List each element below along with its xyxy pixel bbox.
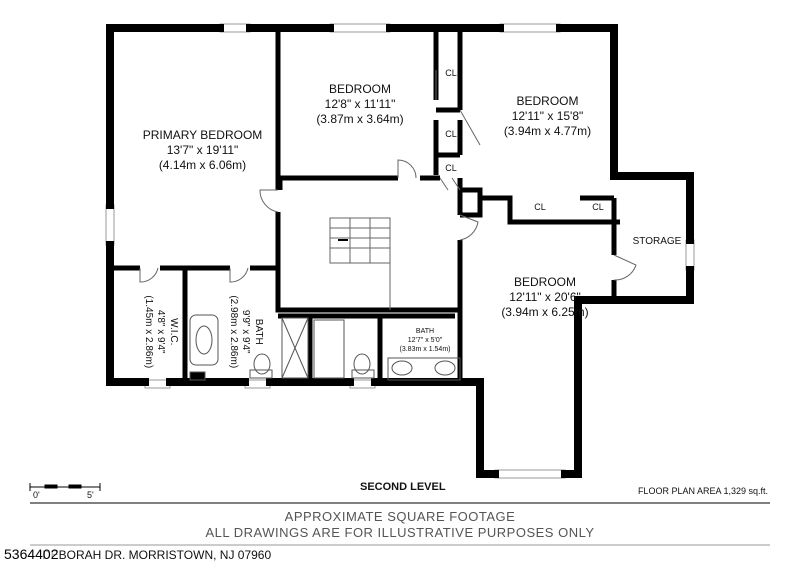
floor-plan-area: FLOOR PLAN AREA 1,329 sq.ft. — [637, 486, 768, 496]
room-dims-m: (2.98m x 2.86m) — [227, 295, 239, 369]
room-dims-ft: 9'9" x 9'4" — [240, 309, 252, 354]
scale-bar — [29, 483, 101, 491]
room-name: STORAGE — [632, 236, 682, 247]
closet-label: CL — [528, 202, 552, 213]
disclaimer-line-2: ALL DRAWINGS ARE FOR ILLUSTRATIVE PURPOS… — [205, 525, 595, 540]
closet-label: CL — [440, 68, 462, 79]
bedroom-2-label: BEDROOM 12'11" x 15'8" (3.94m x 4.77m) — [475, 94, 620, 139]
room-name: PRIMARY BEDROOM — [142, 128, 263, 142]
disclaimer-line-1: APPROXIMATE SQUARE FOOTAGE — [284, 509, 516, 524]
level-title: SECOND LEVEL — [360, 481, 446, 493]
closet-text: CL — [592, 202, 604, 212]
room-dims-ft: 12'7" x 5'0" — [407, 336, 443, 344]
room-dims-ft: 12'8" x 11'11" — [324, 97, 396, 111]
room-dims-m: (3.83m x 1.54m) — [399, 345, 451, 353]
room-name: BEDROOM — [516, 94, 579, 108]
wic-label: W.I.C. 4'8" x 9'4" (1.45m x 2.86m) — [141, 277, 179, 387]
room-dims-ft: 12'11" x 15'8" — [511, 109, 584, 123]
bath-1-label: BATH 9'9" x 9'4" (2.98m x 2.86m) — [226, 277, 264, 387]
room-name: BATH — [252, 318, 264, 345]
room-dims-m: (1.45m x 2.86m) — [142, 295, 154, 369]
room-name: W.I.C. — [167, 318, 179, 346]
doors — [139, 70, 637, 283]
fixtures — [189, 314, 461, 381]
closet-text: CL — [445, 129, 457, 139]
closet-label: CL — [440, 163, 462, 174]
bedroom-1-label: BEDROOM 12'8" x 11'11" (3.87m x 3.64m) — [290, 82, 430, 127]
scale-start: 0' — [33, 490, 40, 500]
room-name: BEDROOM — [513, 275, 576, 289]
room-dims-ft: 12'11" x 20'6" — [509, 290, 581, 304]
closet-text: CL — [534, 202, 546, 212]
bath-2-label: BATH 12'7" x 5'0" (3.83m x 1.54m) — [385, 328, 465, 354]
room-dims-ft: 4'8" x 9'4" — [155, 309, 167, 354]
closet-label: CL — [586, 202, 610, 213]
room-name: BEDROOM — [328, 82, 391, 96]
staircase — [329, 217, 391, 310]
exterior-walls — [106, 24, 694, 478]
listing-id: 5364402 — [4, 546, 59, 562]
closet-text: CL — [445, 163, 457, 173]
room-dims-m: (4.14m x 6.06m) — [158, 158, 247, 172]
room-name: BATH — [415, 328, 435, 335]
closet-label: CL — [440, 129, 462, 140]
room-dims-ft: 13'7" x 19'11" — [166, 143, 239, 157]
interior-walls — [110, 28, 620, 382]
storage-label: STORAGE — [624, 236, 690, 249]
room-dims-m: (3.94m x 4.77m) — [503, 124, 592, 138]
address: DEBORAH DR. MORRISTOWN, NJ 07960 — [42, 548, 272, 562]
room-dims-m: (3.87m x 3.64m) — [316, 112, 404, 126]
bedroom-3-label: BEDROOM 12'11" x 20'6" (3.94m x 6.25m) — [470, 275, 620, 320]
closet-text: CL — [445, 68, 457, 78]
scale-end: 5' — [87, 490, 94, 500]
room-dims-m: (3.94m x 6.25m) — [501, 305, 589, 319]
primary-bedroom-label: PRIMARY BEDROOM 13'7" x 19'11" (4.14m x … — [120, 128, 285, 173]
